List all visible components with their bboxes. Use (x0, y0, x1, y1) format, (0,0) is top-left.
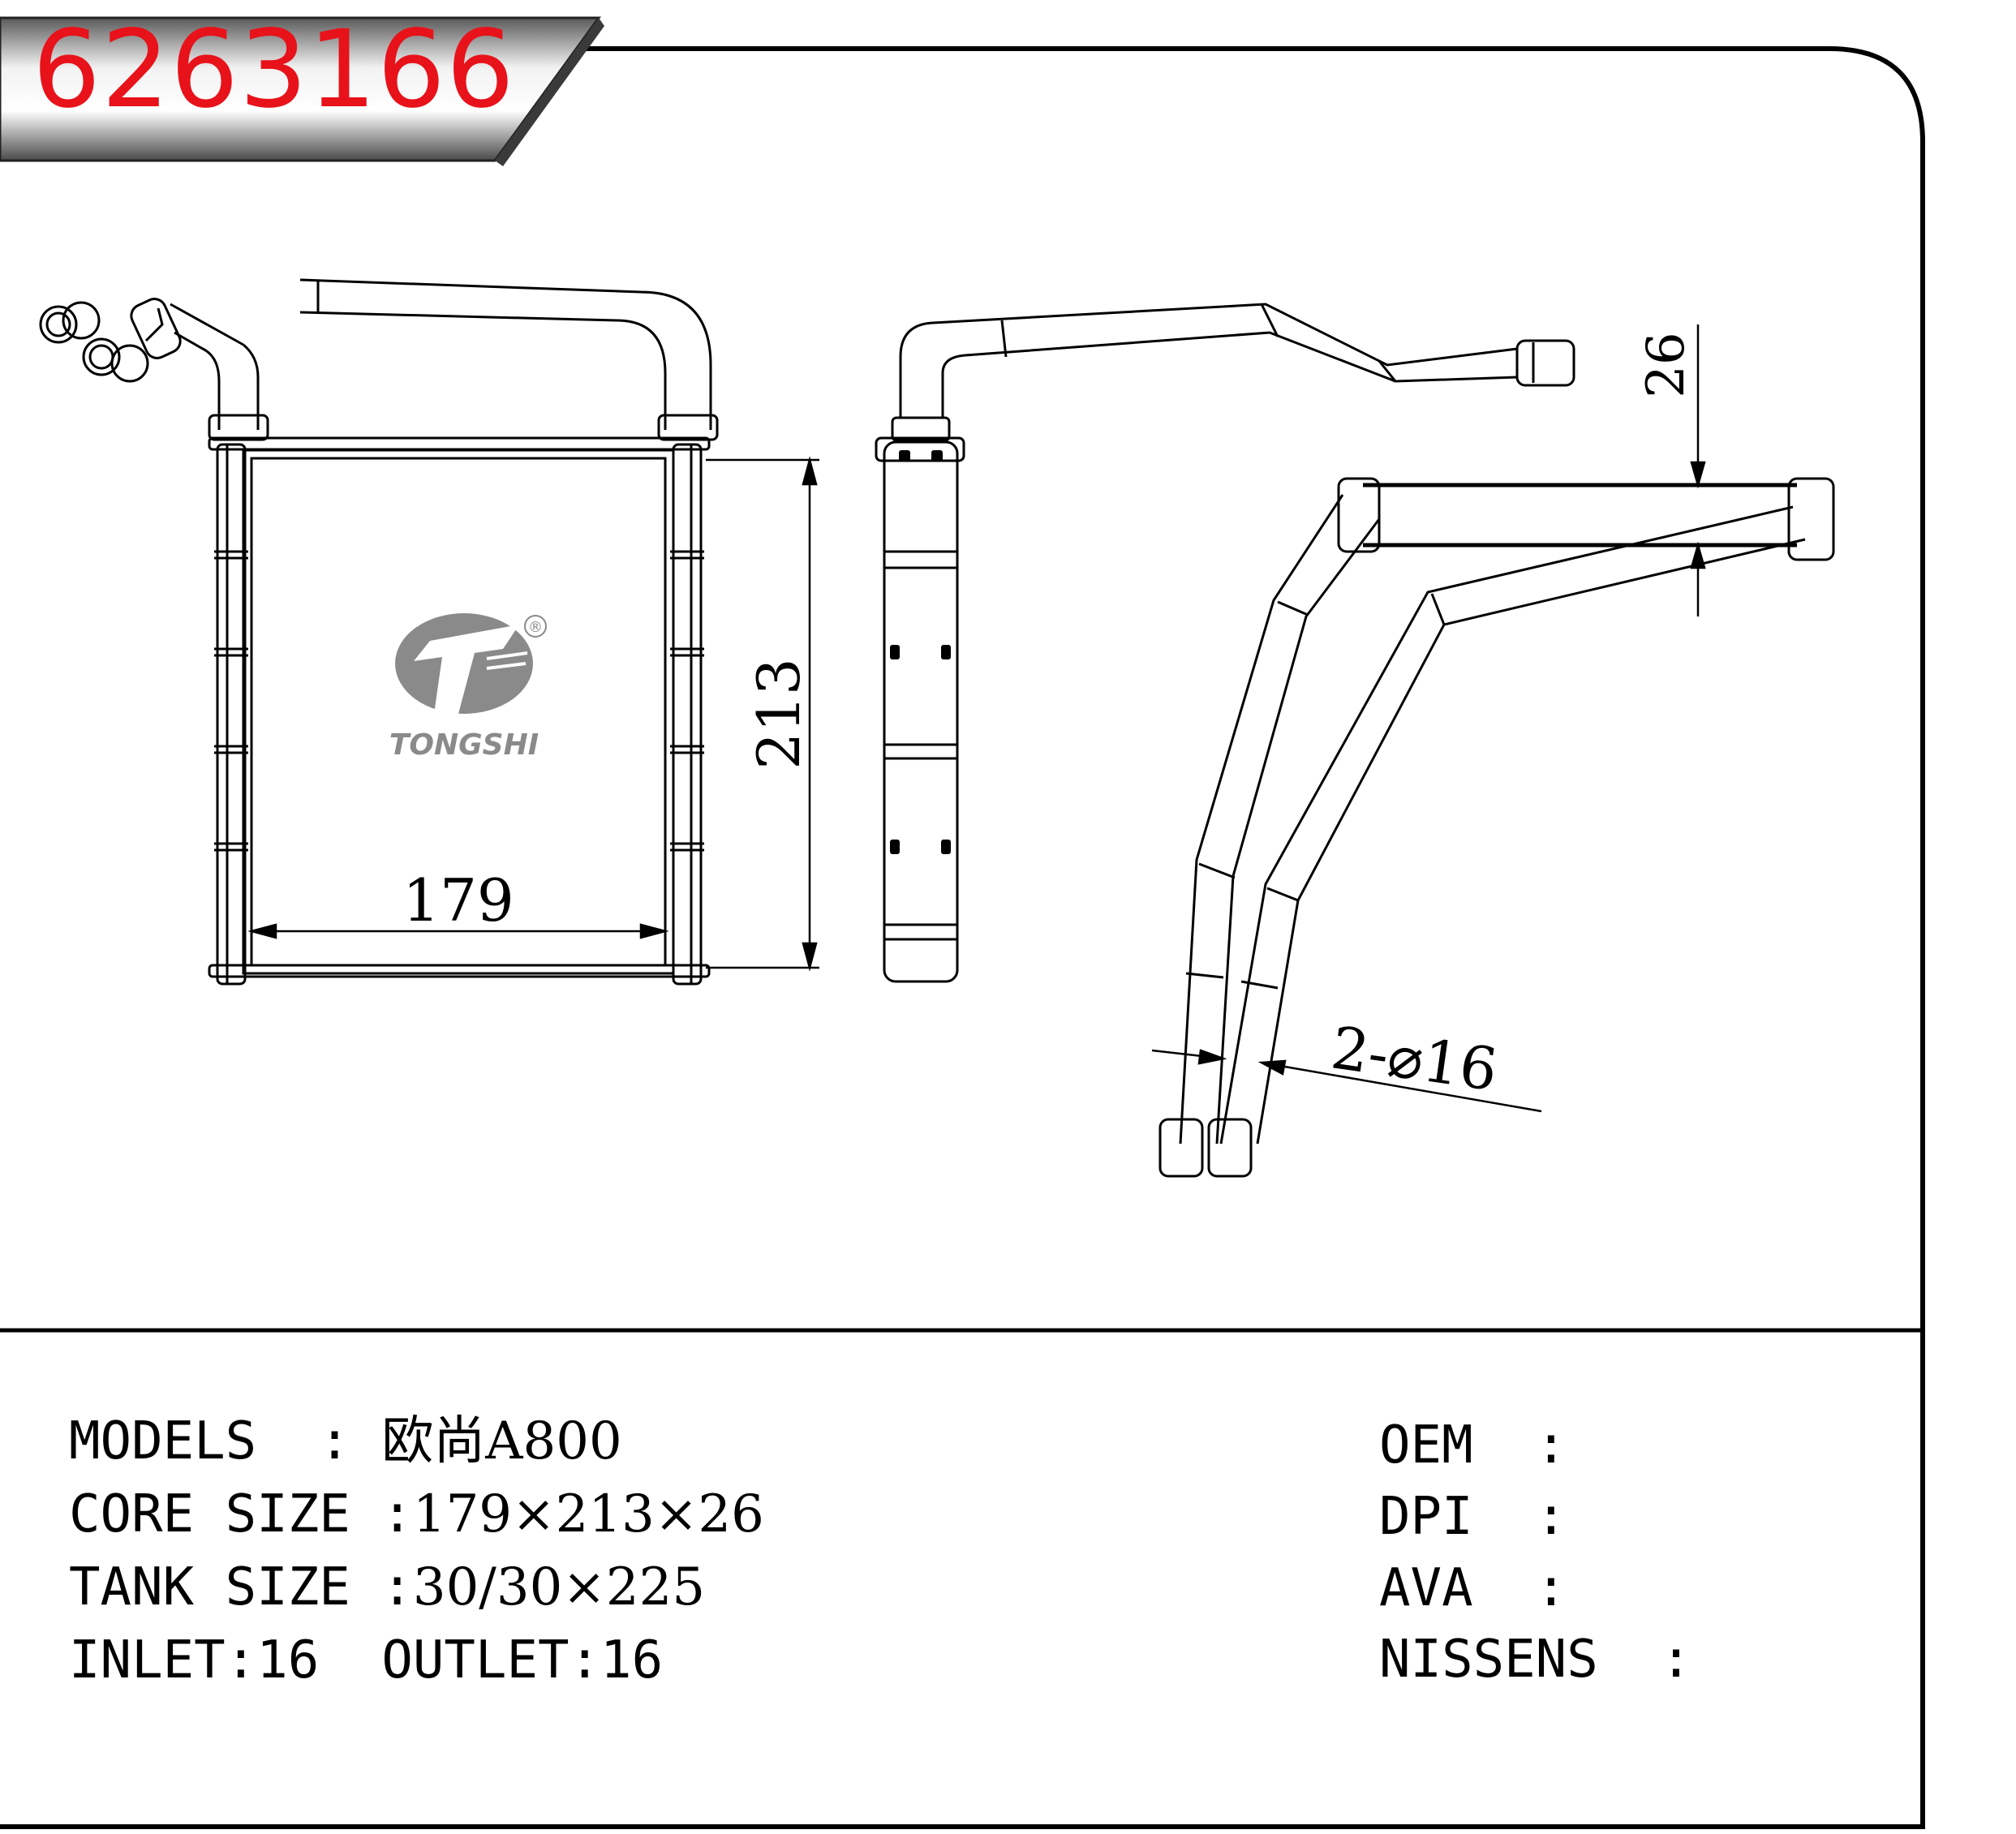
height-dimension (706, 456, 819, 972)
depth-label: 26 (1636, 332, 1696, 397)
spec-label: CORE SIZE : (69, 1484, 413, 1544)
brand-name: TONGSHI (389, 728, 539, 762)
spec-label: NISSENS : (1379, 1630, 1692, 1690)
spec-label: TANK SIZE : (69, 1557, 413, 1617)
spec-label: DPI : (1379, 1487, 1567, 1547)
registered-mark: ® (528, 619, 543, 636)
spec-inlet-outlet: INLET:16 OUTLET:16 (69, 1634, 663, 1686)
brand-logo: ® TONGSHI (389, 613, 547, 762)
height-label: 213 (745, 658, 813, 769)
pipe-label: 2-⌀16 (1327, 1013, 1502, 1104)
sheet-frame (0, 46, 1925, 1829)
spec-core-size: CORE SIZE :179×213×26 (69, 1488, 764, 1540)
spec-label: AVA : (1379, 1558, 1567, 1618)
spec-dpi: DPI : (1379, 1491, 1567, 1543)
spec-label: INLET:16 OUTLET:16 (69, 1630, 664, 1690)
spec-value: 欧尚A800 (381, 1411, 622, 1471)
spec-models: MODELS : 欧尚A800 (69, 1415, 622, 1467)
pipe-view (1158, 477, 1835, 1178)
pipe-dimension (1151, 1049, 1542, 1113)
side-view (875, 303, 1575, 983)
part-number: 6263166 (32, 7, 515, 132)
spec-nissens: NISSENS : (1379, 1634, 1691, 1686)
spec-value: 179×213×26 (412, 1484, 764, 1544)
spec-tank-size: TANK SIZE :30/30×225 (69, 1561, 705, 1613)
spec-label: MODELS : (69, 1411, 382, 1471)
spec-oem: OEM : (1379, 1420, 1567, 1471)
width-dimension (247, 923, 669, 939)
spec-value: 30/30×225 (412, 1557, 706, 1617)
spec-label: OEM : (1379, 1415, 1567, 1475)
front-view (39, 278, 719, 986)
width-label: 179 (402, 866, 514, 934)
depth-dimension (1690, 324, 1706, 616)
spec-ava: AVA : (1379, 1562, 1567, 1614)
